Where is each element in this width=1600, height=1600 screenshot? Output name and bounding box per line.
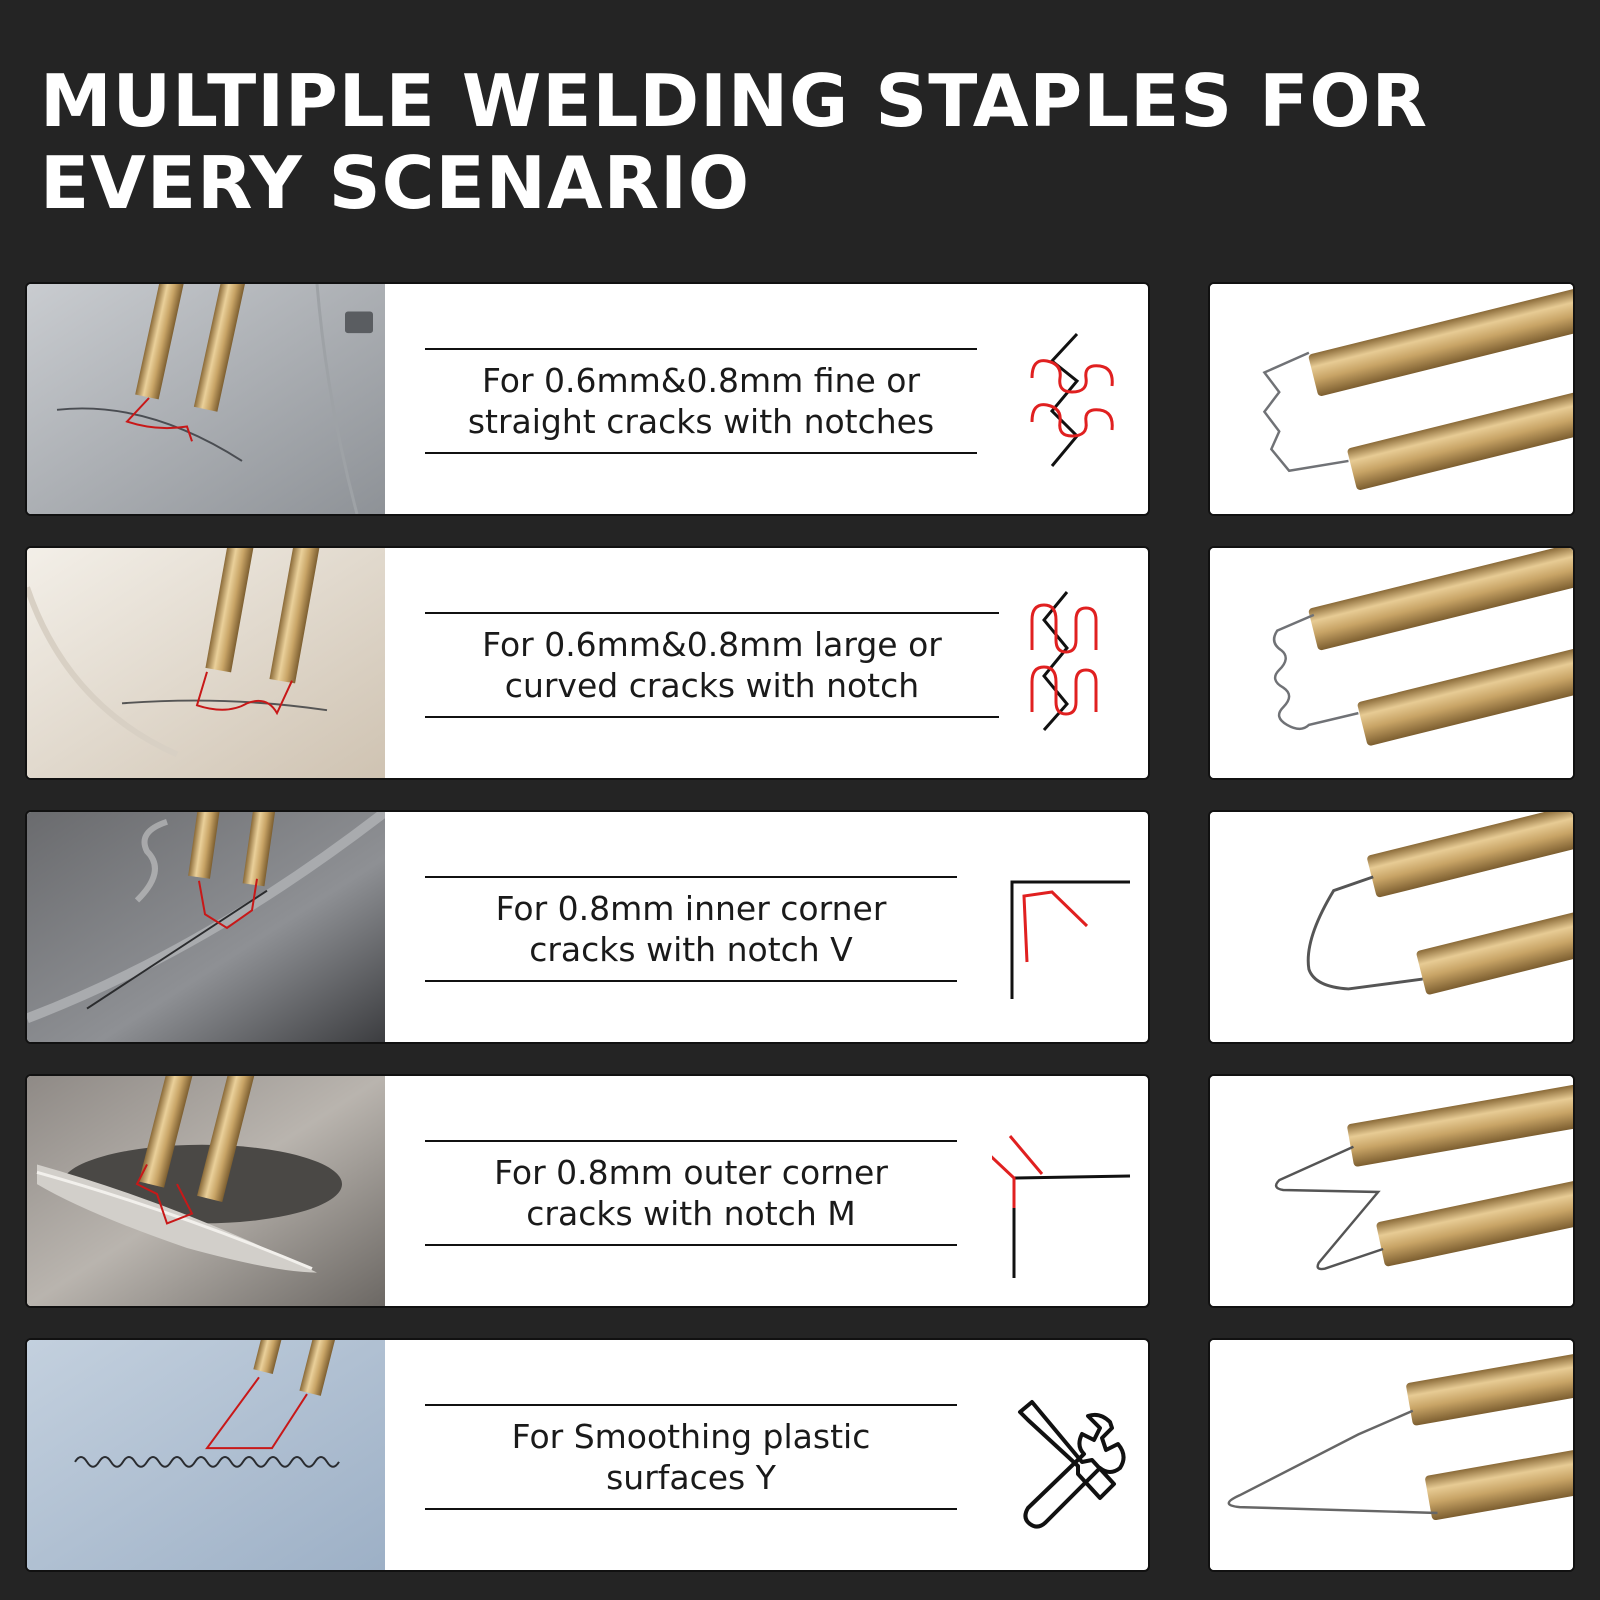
staple-card: For 0.6mm&0.8mm large or curved cracks w… xyxy=(25,546,1150,780)
staple-card: For 0.8mm outer corner cracks with notch… xyxy=(25,1074,1150,1308)
staple-row-2: For 0.6mm&0.8mm large or curved cracks w… xyxy=(0,546,1600,780)
staple-row-3: For 0.8mm inner corner cracks with notch… xyxy=(0,810,1600,1044)
curved-wave-staple-tool xyxy=(1208,546,1575,780)
staple-row-5: For Smoothing plastic surfaces Y xyxy=(0,1338,1600,1572)
staple-card: For 0.6mm&0.8mm fine or straight cracks … xyxy=(25,282,1150,516)
staple-card: For 0.8mm inner corner cracks with notch… xyxy=(25,810,1150,1044)
staple-description: For 0.6mm&0.8mm fine or straight cracks … xyxy=(425,348,977,454)
car-door-crack-photo xyxy=(27,284,385,514)
wave-staple-icon xyxy=(992,316,1142,486)
wrench-screwdriver-icon xyxy=(992,1372,1142,1542)
staple-description: For 0.8mm inner corner cracks with notch… xyxy=(425,876,957,982)
staple-row-4: For 0.8mm outer corner cracks with notch… xyxy=(0,1074,1600,1308)
inner-corner-crack-photo xyxy=(27,812,385,1042)
inner-corner-v-icon xyxy=(992,844,1142,1014)
v-staple-tool xyxy=(1208,810,1575,1044)
y-staple-tool xyxy=(1208,1338,1575,1572)
smoothing-surface-photo xyxy=(27,1340,385,1570)
page-title: MULTIPLE WELDING STAPLES FOR EVERY SCENA… xyxy=(40,59,1429,225)
outer-corner-m-icon xyxy=(992,1108,1142,1278)
staple-card: For Smoothing plastic surfaces Y xyxy=(25,1338,1150,1572)
staple-description: For 0.8mm outer corner cracks with notch… xyxy=(425,1140,957,1246)
staple-row-1: For 0.6mm&0.8mm fine or straight cracks … xyxy=(0,282,1600,516)
flat-wave-staple-tool xyxy=(1208,282,1575,516)
staple-description: For Smoothing plastic surfaces Y xyxy=(425,1404,957,1510)
curved-wave-staple-icon xyxy=(992,580,1142,750)
staple-description: For 0.6mm&0.8mm large or curved cracks w… xyxy=(425,612,999,718)
door-handle-crack-photo xyxy=(27,1076,385,1306)
bumper-curved-crack-photo xyxy=(27,548,385,778)
m-staple-tool xyxy=(1208,1074,1575,1308)
